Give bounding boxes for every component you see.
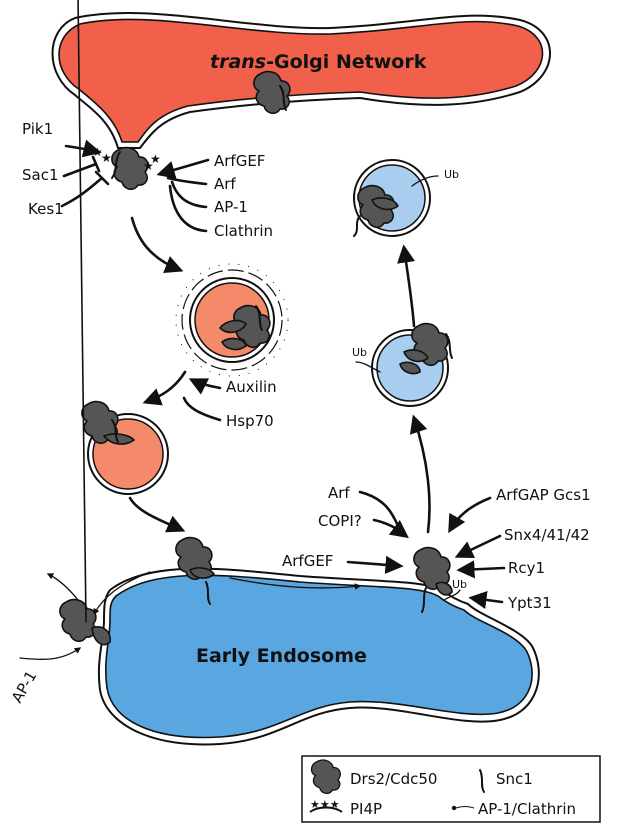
arrow-ypt31 [468, 590, 504, 609]
arrow-vesicle-up [397, 244, 416, 328]
blue-vesicle-lower [355, 322, 453, 407]
arrow-uncoat [142, 370, 187, 406]
legend-ap1-label: AP-1/Clathrin [478, 800, 576, 818]
arrow-ap1-left [19, 647, 82, 661]
label-snx: Snx4/41/42 [504, 526, 590, 544]
label-ub-lower: Ub [352, 346, 367, 359]
legend-pi4p-icon: ★★★ [309, 798, 343, 813]
blue-vesicle-upper [353, 159, 439, 237]
golgi-compartment: trans-Golgi Network [51, 12, 551, 149]
arrow-pik1 [64, 139, 102, 158]
label-ub-upper: Ub [444, 168, 459, 181]
label-arf-endosome: Arf [328, 484, 350, 502]
label-pik1: Pik1 [22, 120, 53, 138]
svg-text:★: ★ [143, 159, 154, 173]
drs2-endosome-bud [413, 546, 453, 613]
label-copi: COPI? [318, 512, 362, 530]
legend-snc1-icon [479, 769, 485, 793]
arrow-endosome-left [93, 571, 151, 616]
arrow-vesicle-to-endosome [128, 496, 186, 533]
label-ypt31: Ypt31 [507, 594, 552, 612]
label-arfgap: ArfGAP Gcs1 [496, 486, 591, 504]
arrow-copi [372, 518, 409, 539]
label-hsp70: Hsp70 [226, 412, 274, 430]
arrow-hsp70 [182, 396, 222, 422]
arrow-snx [454, 534, 502, 558]
svg-text:★: ★ [150, 152, 161, 166]
drs2-golgi-membrane [253, 70, 291, 115]
label-ap1-left: AP-1 [8, 668, 41, 706]
arrow-endosome-to-vesicle [409, 414, 431, 534]
coated-vesicle [175, 263, 289, 377]
arrow-left-up [46, 573, 79, 601]
drs2-endosome-top [175, 536, 215, 605]
ub-bud [443, 589, 461, 601]
label-arf: Arf [214, 175, 236, 193]
label-clathrin: Clathrin [214, 222, 273, 240]
arrow-arfgef-endosome [346, 555, 404, 574]
label-rcy1: Rcy1 [508, 559, 545, 577]
endosome-compartment: Early Endosome [97, 567, 540, 746]
label-sac1: Sac1 [22, 166, 59, 184]
arrow-arfgap [448, 496, 492, 534]
label-ap1: AP-1 [214, 198, 248, 216]
drs2-endosome-left [59, 0, 97, 643]
arrow-arfgef [156, 158, 210, 179]
endosome-label: Early Endosome [196, 645, 367, 667]
label-kes1: Kes1 [28, 200, 64, 218]
label-auxilin: Auxilin [226, 378, 277, 396]
bracket-clathrin [168, 184, 208, 233]
ap1-endosome-left [91, 626, 111, 646]
uncoated-vesicle [81, 400, 169, 495]
golgi-label: trans-Golgi Network [210, 51, 427, 73]
inhibit-sac1 [62, 155, 101, 178]
legend-ap1-icon [451, 805, 475, 811]
svg-text:★: ★ [101, 151, 112, 165]
label-arfgef: ArfGEF [214, 152, 265, 170]
label-ub-bud: Ub [452, 578, 467, 591]
label-arfgef-endosome: ArfGEF [282, 552, 333, 570]
svg-text:★★★: ★★★ [310, 798, 340, 811]
legend-snc1-label: Snc1 [496, 770, 533, 788]
legend: Drs2/Cdc50 Snc1 ★★★ PI4P AP-1/Clathrin [301, 755, 601, 823]
legend-drs2-label: Drs2/Cdc50 [350, 770, 437, 788]
arrow-endosome-top [229, 577, 362, 590]
legend-pi4p-label: PI4P [350, 800, 382, 818]
arrow-auxilin [188, 378, 222, 395]
bracket-arf [166, 176, 208, 186]
snc1-golgi-bud [111, 151, 121, 179]
inhibit-kes1 [60, 170, 110, 208]
bracket-ap1 [170, 180, 208, 209]
arrow-rcy1 [456, 560, 506, 579]
arrow-golgi-to-vesicle [130, 216, 184, 274]
